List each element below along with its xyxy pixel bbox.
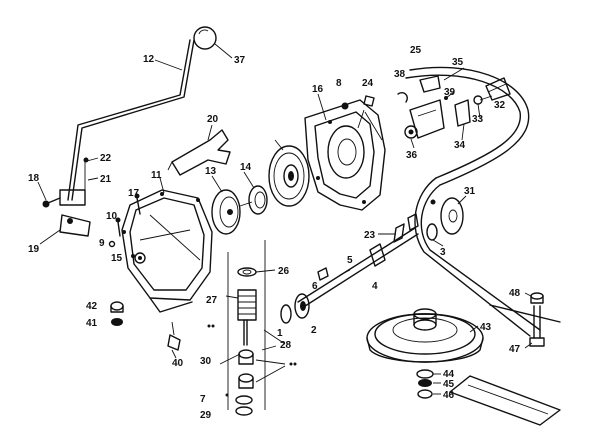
callout-43: 43 <box>480 322 492 333</box>
callout-27: 27 <box>206 295 218 306</box>
gear-disc-left <box>211 185 268 235</box>
transaxle-case-left <box>121 189 213 313</box>
brake-assembly <box>397 75 511 139</box>
callout-7: 7 <box>200 394 206 405</box>
large-pulley <box>366 308 484 363</box>
callout-9: 9 <box>99 238 105 249</box>
callout-38: 38 <box>394 69 406 80</box>
callout-36: 36 <box>406 150 418 161</box>
shift-lever <box>67 26 217 201</box>
pulley-bolt <box>529 292 545 347</box>
callout-2: 2 <box>311 325 317 336</box>
callout-23: 23 <box>364 230 376 241</box>
callout-45: 45 <box>443 379 455 390</box>
callout-4: 4 <box>372 281 378 292</box>
callout-20: 20 <box>207 114 219 125</box>
callout-13a: 13 <box>205 166 217 177</box>
callout-15: 15 <box>111 253 123 264</box>
callout-19: 19 <box>28 244 40 255</box>
pinion-shaft-group <box>207 240 297 416</box>
callout-11: 11 <box>151 170 162 181</box>
callout-32: 32 <box>494 100 506 111</box>
shaft-hardware <box>317 197 464 281</box>
bearing-hub <box>280 293 310 324</box>
axle-shaft <box>297 227 419 309</box>
callout-35: 35 <box>452 57 464 68</box>
callout-leaders <box>37 43 533 412</box>
case-fasteners <box>108 193 141 258</box>
callout-41: 41 <box>86 318 98 329</box>
mounting-plate <box>449 304 561 426</box>
callout-21: 21 <box>100 174 112 185</box>
callout-5: 5 <box>347 255 353 266</box>
callout-3: 3 <box>440 247 446 258</box>
large-gear <box>268 145 310 207</box>
callout-14: 14 <box>240 162 252 173</box>
callout-6: 6 <box>312 281 318 292</box>
callout-29: 29 <box>200 410 212 421</box>
callout-1: 1 <box>277 328 283 339</box>
callout-48: 48 <box>509 288 521 299</box>
callout-39: 39 <box>444 87 456 98</box>
drive-belt <box>405 66 541 337</box>
pulley-hardware <box>416 369 434 399</box>
callout-31: 31 <box>464 186 476 197</box>
transaxle-case-right <box>304 99 386 211</box>
callout-26: 26 <box>278 266 290 277</box>
callout-37: 37 <box>234 55 246 66</box>
callout-42: 42 <box>86 301 98 312</box>
callout-12: 12 <box>143 54 155 65</box>
callout-22: 22 <box>100 153 112 164</box>
callout-24: 24 <box>362 78 374 89</box>
callout-30: 30 <box>200 356 212 367</box>
lever-bracket <box>42 157 91 237</box>
callout-8: 8 <box>336 78 342 89</box>
callout-16: 16 <box>312 84 324 95</box>
callout-33: 33 <box>472 114 484 125</box>
callout-25: 25 <box>410 45 422 56</box>
callout-44: 44 <box>443 369 455 380</box>
callout-10: 10 <box>106 211 118 222</box>
callout-18: 18 <box>28 173 40 184</box>
drain-and-nuts <box>110 301 181 351</box>
small-screw-and-key <box>341 95 375 110</box>
callout-labels: 12 37 20 22 21 18 19 10 17 9 11 15 13 14… <box>28 45 521 421</box>
shift-fork <box>167 129 231 176</box>
callout-17: 17 <box>128 188 140 199</box>
callout-46: 46 <box>443 390 455 401</box>
callout-47: 47 <box>509 344 521 355</box>
callout-34: 34 <box>454 140 466 151</box>
callout-28: 28 <box>280 340 292 351</box>
callout-40: 40 <box>172 358 184 369</box>
